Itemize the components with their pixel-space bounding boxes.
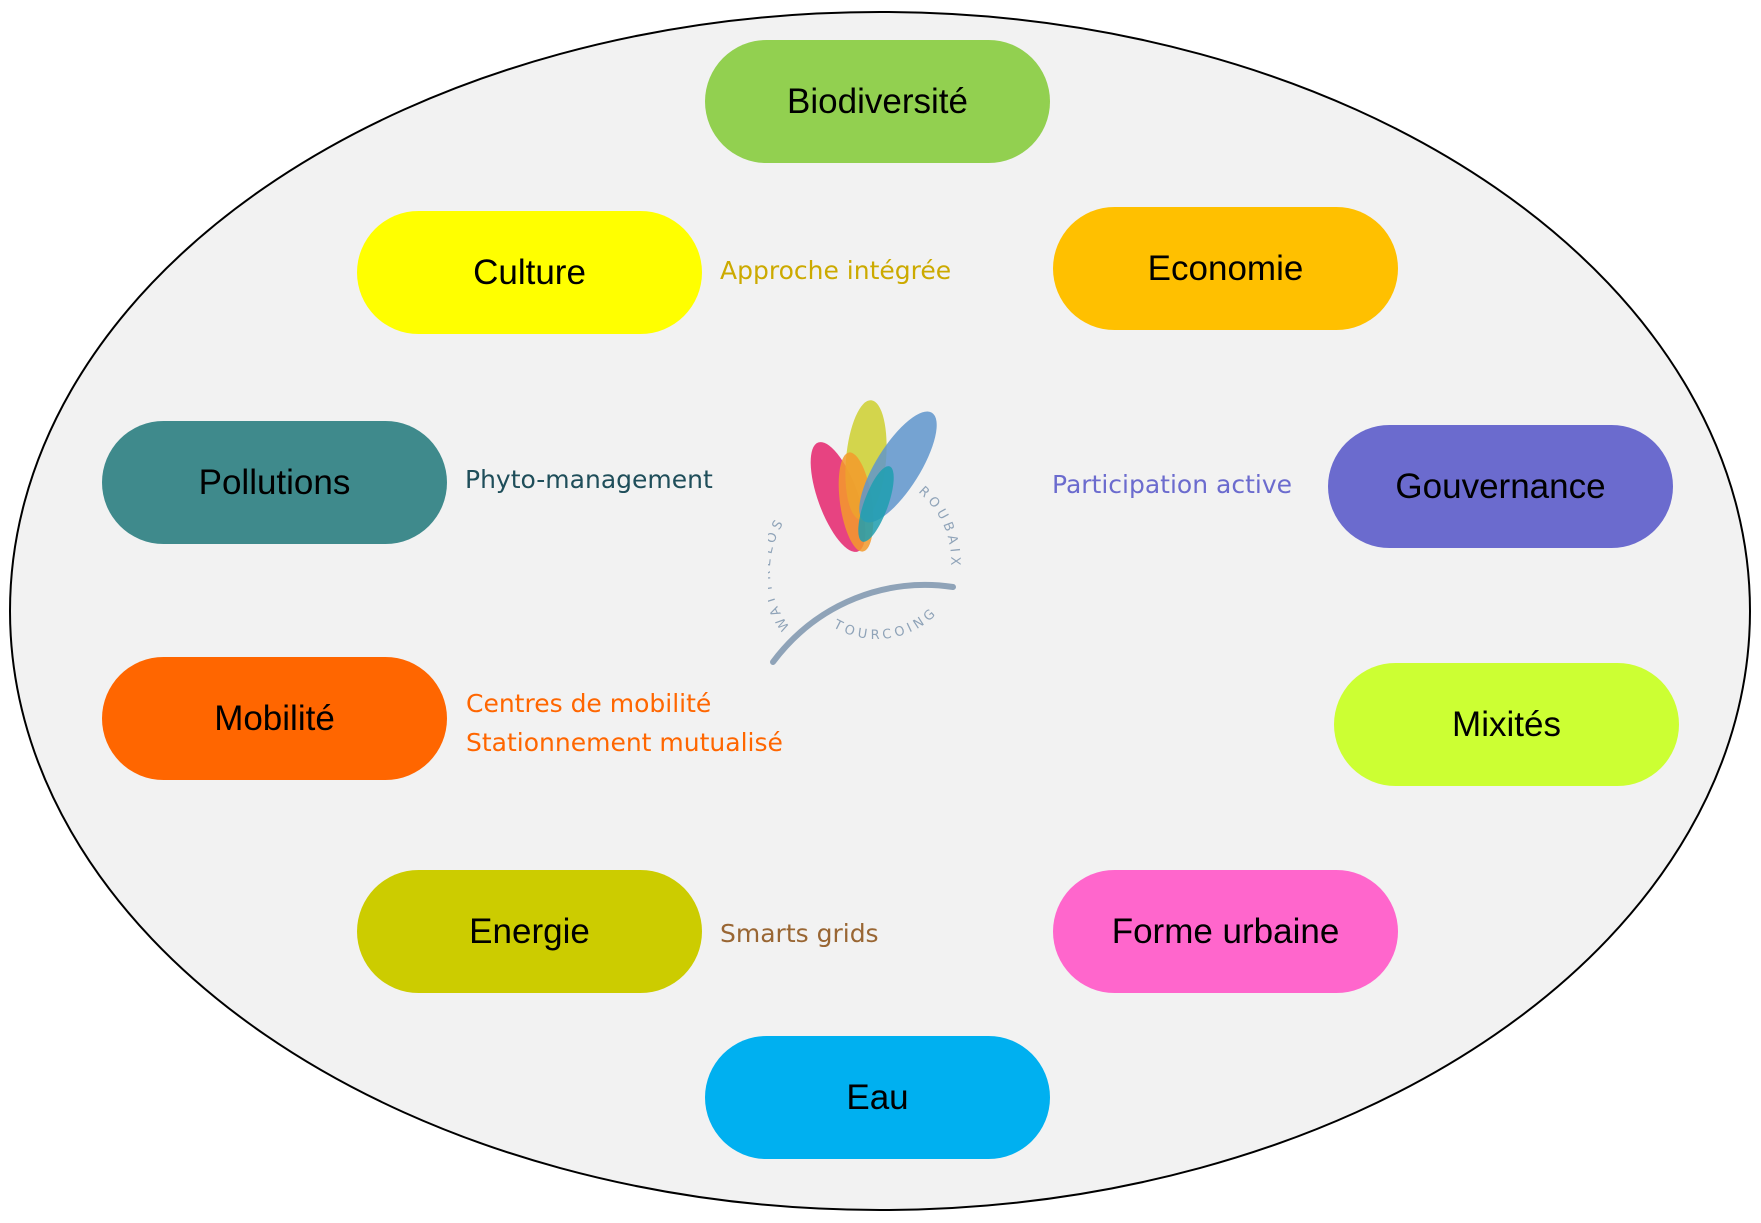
note-smarts-grids: Smarts grids: [720, 919, 879, 948]
theme-label-biodiversite: Biodiversité: [787, 81, 968, 121]
svg-text:WATTRELOS: WATTRELOS: [768, 515, 793, 634]
theme-pill-forme-urbaine: Forme urbaine: [1053, 870, 1398, 993]
logo: WATTRELOS ROUBAIX TOURCOING: [768, 400, 962, 665]
theme-pill-energie: Energie: [357, 870, 702, 993]
theme-label-mixites: Mixités: [1452, 704, 1561, 744]
svg-text:ROUBAIX: ROUBAIX: [915, 484, 962, 570]
logo-swoosh: [770, 581, 956, 665]
theme-pill-culture: Culture: [357, 211, 702, 334]
theme-label-forme-urbaine: Forme urbaine: [1111, 911, 1340, 951]
logo-petal-teal: [858, 466, 894, 542]
note-centres-de-mobilite: Centres de mobilité: [466, 689, 712, 718]
note-approche-integree: Approche intégrée: [720, 256, 952, 285]
theme-label-culture: Culture: [473, 252, 586, 292]
theme-label-mobilite: Mobilité: [214, 698, 335, 738]
logo-text-left: WATTRELOS: [768, 515, 789, 634]
theme-label-pollutions: Pollutions: [198, 462, 351, 502]
theme-label-economie: Economie: [1147, 248, 1304, 288]
svg-text:TOURCOING: TOURCOING: [830, 604, 941, 643]
note-phyto-management: Phyto-management: [465, 465, 713, 494]
theme-pill-biodiversite: Biodiversité: [705, 40, 1050, 163]
note-stationnement-mutualise: Stationnement mutualisé: [466, 728, 783, 757]
theme-pill-mobilite: Mobilité: [102, 657, 447, 780]
theme-label-eau: Eau: [846, 1077, 909, 1117]
theme-pill-mixites: Mixités: [1334, 663, 1679, 786]
theme-label-gouvernance: Gouvernance: [1395, 466, 1606, 506]
theme-label-energie: Energie: [469, 911, 590, 951]
theme-pill-eau: Eau: [705, 1036, 1050, 1159]
logo-text-bottom: TOURCOING: [830, 604, 937, 643]
theme-pill-pollutions: Pollutions: [102, 421, 447, 544]
theme-pill-gouvernance: Gouvernance: [1328, 425, 1673, 548]
theme-pill-economie: Economie: [1053, 207, 1398, 330]
note-participation-active: Participation active: [1052, 470, 1293, 499]
logo-text-right: ROUBAIX: [915, 484, 958, 570]
